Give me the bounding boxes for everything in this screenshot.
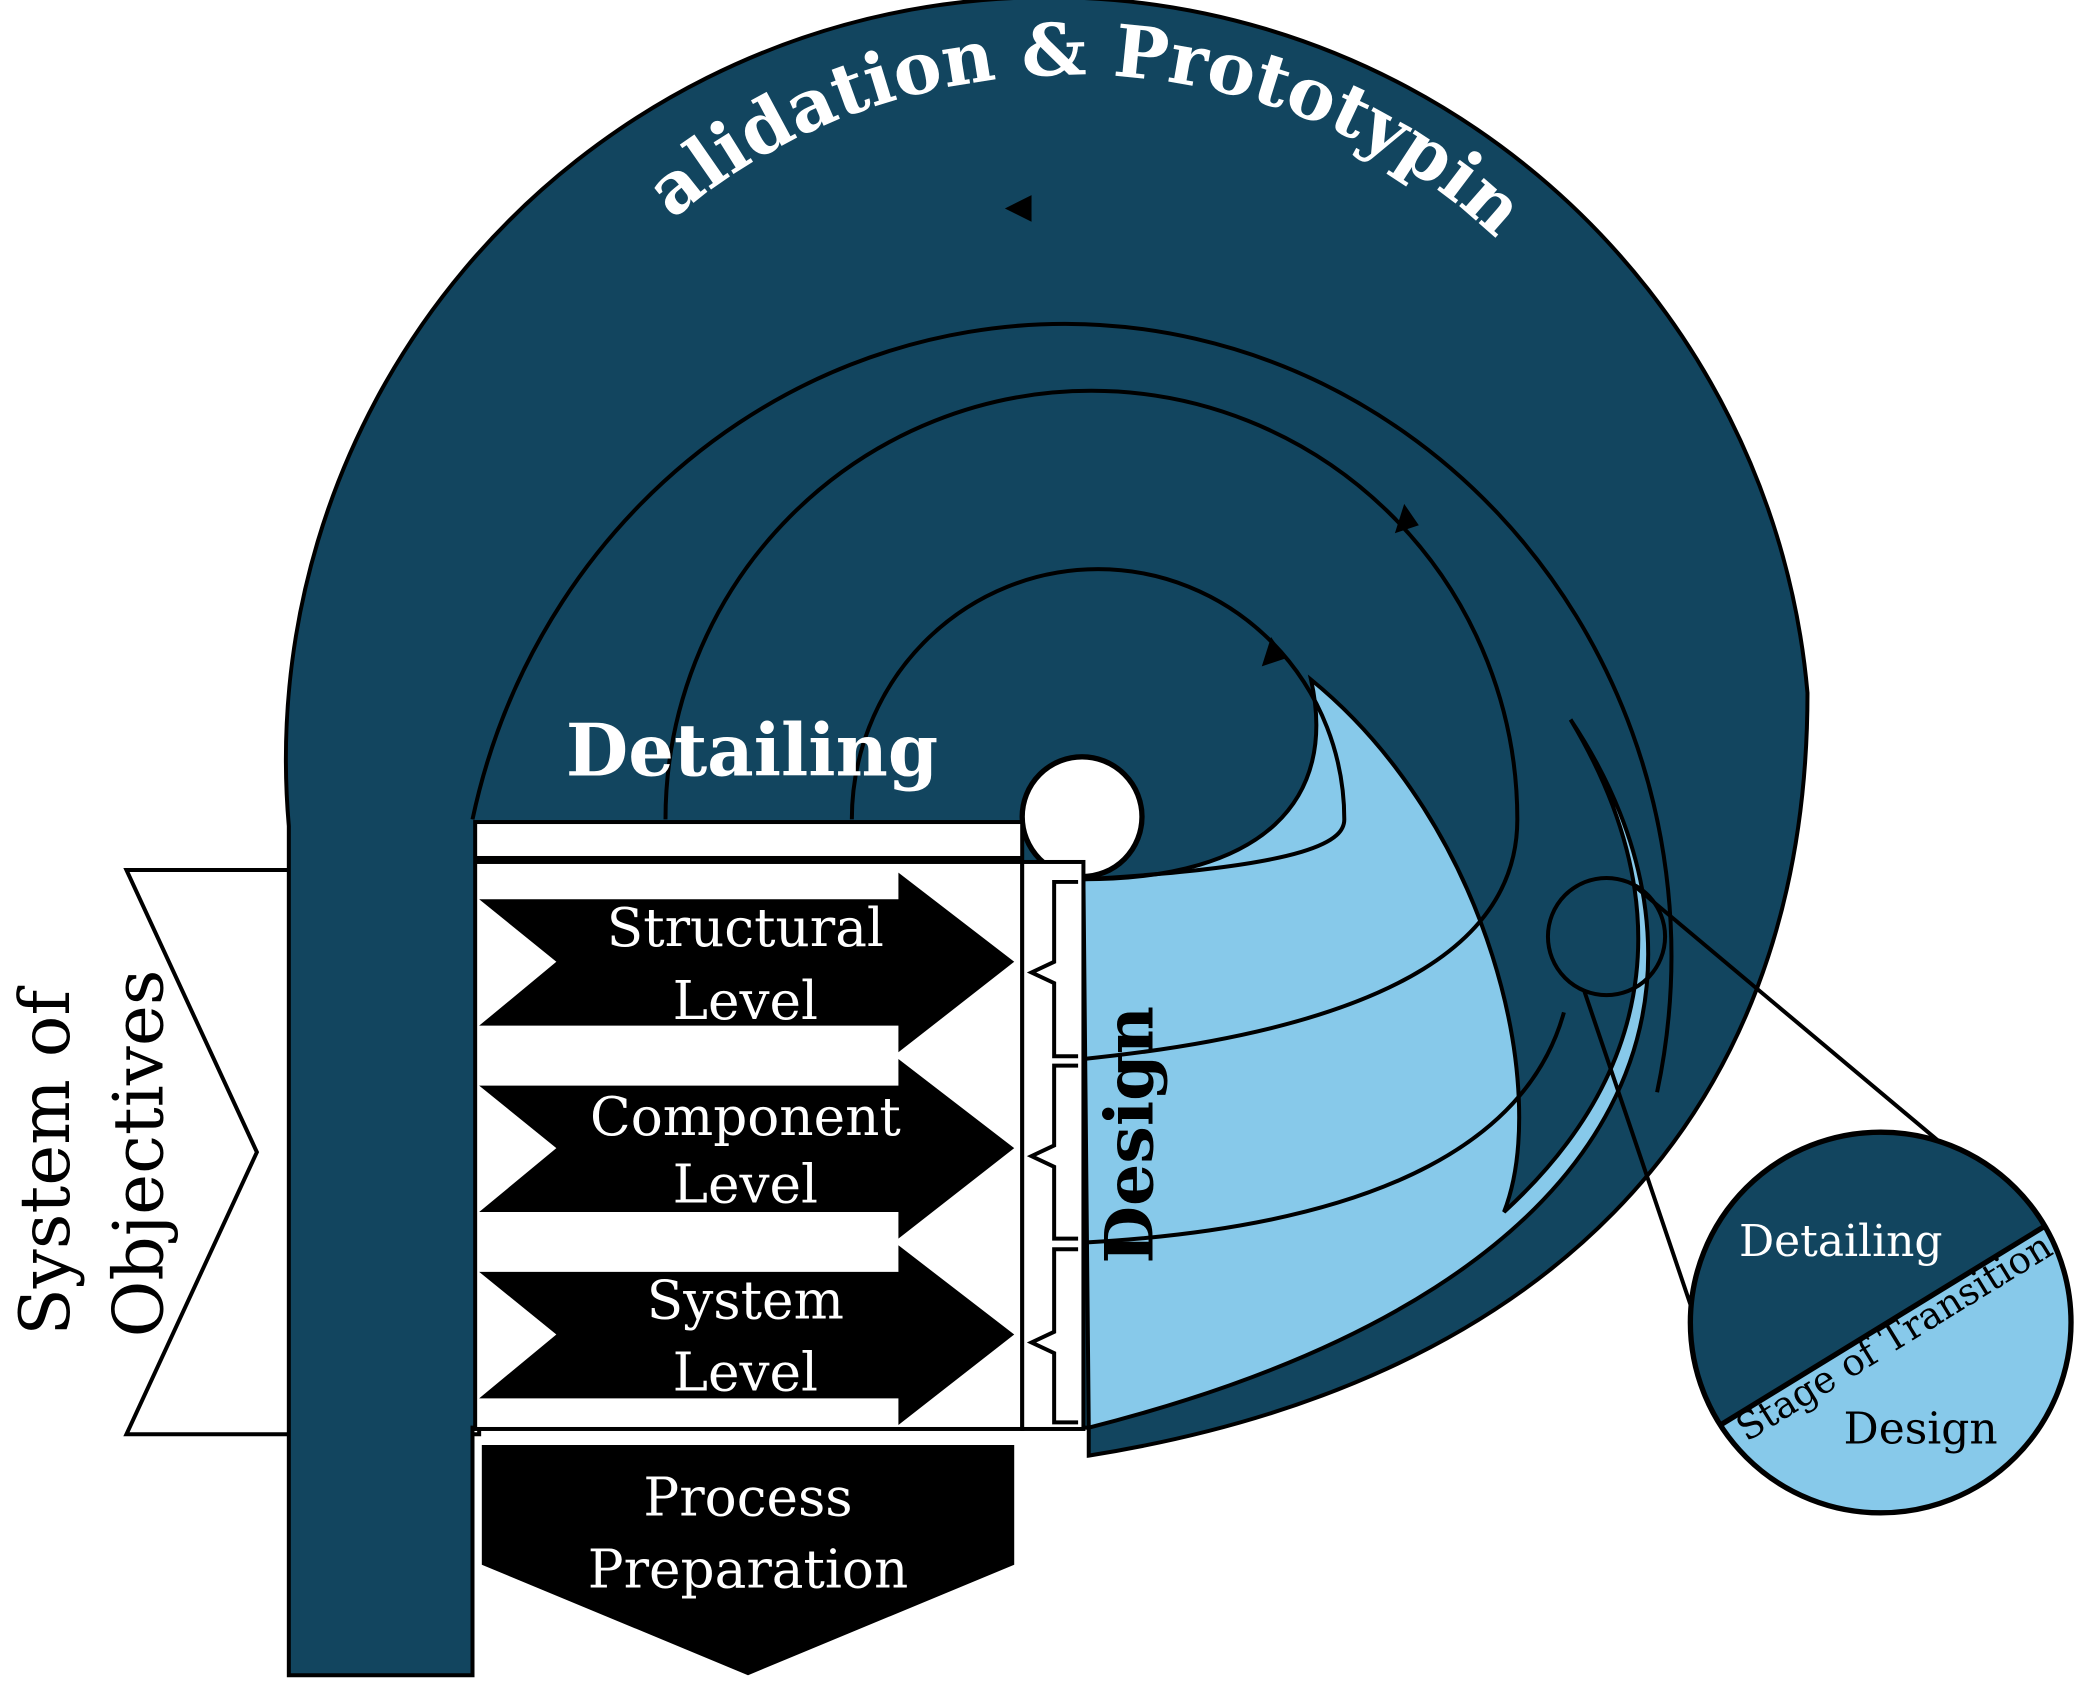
inset-detailing-label: Detailing [1739,1216,1943,1267]
spiral-arrowhead-middle [1394,503,1419,534]
system-of-objectives-label-line1: System of [6,986,86,1336]
process-preparation-label-line1: Process [643,1466,852,1528]
process-preparation-label-line2: Preparation [588,1538,908,1600]
inset-design-label: Design [1844,1404,1998,1455]
spiral-center-circle [1019,754,1145,880]
detailing-top-bar [473,820,1025,860]
design-label: Design [1091,1006,1169,1264]
design-bracket-2 [1026,1063,1079,1241]
component-level-label-line1: Component [590,1086,901,1148]
spiral-arc-lower [1083,1011,1566,1245]
design-bracket-1 [1026,879,1079,1059]
system-of-objectives-label-line2: Objectives [99,970,179,1338]
component-level-arrow [479,1058,1015,1239]
detailing-label: Detailing [566,708,938,792]
system-level-arrow [479,1245,1015,1425]
component-level-label-line2: Level [673,1154,818,1216]
spiral-arc-middle [663,388,1520,1061]
spiral-arrowhead-inner [1261,637,1286,667]
zoom-marker-circle [1545,875,1668,998]
spiral-arc-inner [849,567,1347,882]
structural-level-label-line1: Structural [607,897,884,959]
process-preparation-arrow [481,1444,1015,1676]
inset-circle-border [1687,1129,2074,1516]
zoom-connector-upper [1633,884,1958,1158]
system-level-label-line2: Level [673,1341,818,1403]
system-level-label-line1: System [647,1270,844,1332]
design-bracket-3 [1026,1247,1079,1425]
structural-level-arrow [479,872,1015,1053]
spiral-arc-outer [470,321,1674,1093]
inset-circle [1690,1132,2072,1513]
spiral-arrowhead-top [1004,195,1032,222]
structural-level-label-line2: Level [673,970,818,1032]
